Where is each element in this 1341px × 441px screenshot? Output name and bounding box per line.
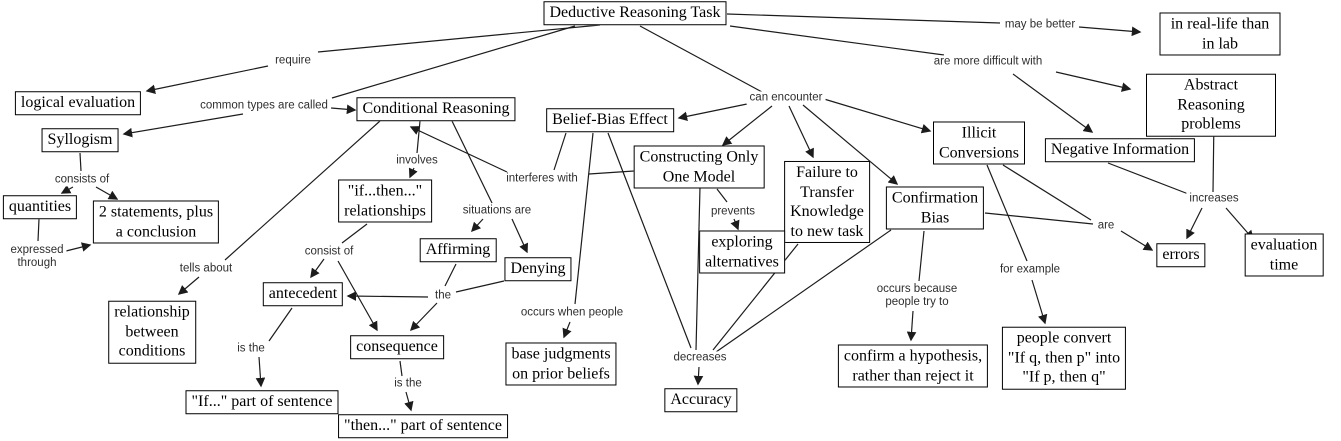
link-label-decreases[interactable]: decreases — [670, 351, 730, 365]
node-consequence[interactable]: consequence — [350, 335, 444, 359]
link-label-situations-are[interactable]: situations are — [459, 204, 535, 218]
link-label-consist-of[interactable]: consist of — [301, 245, 357, 259]
link-label-common-types[interactable]: common types are called — [197, 99, 331, 113]
link-label-the[interactable]: the — [432, 289, 454, 303]
link-label-prevents[interactable]: prevents — [707, 205, 759, 219]
node-confirm-hypothesis[interactable]: confirm a hypothesis, rather than reject… — [837, 344, 989, 388]
node-accuracy[interactable]: Accuracy — [664, 388, 738, 412]
link-label-for-example[interactable]: for example — [996, 263, 1064, 277]
node-negative-information[interactable]: Negative Information — [1044, 138, 1196, 162]
node-then-part-of-sentence[interactable]: "then..." part of sentence — [338, 414, 508, 438]
node-base-judgments[interactable]: base judgments on prior beliefs — [505, 342, 617, 386]
node-denying[interactable]: Denying — [504, 257, 572, 281]
node-logical-evaluation[interactable]: logical evaluation — [14, 91, 142, 115]
link-label-can-encounter[interactable]: can encounter — [746, 91, 826, 105]
link-label-occurs-when-people[interactable]: occurs when people — [517, 306, 627, 320]
connector-lines — [37, 13, 1254, 412]
link-label-occurs-because[interactable]: occurs because people try to — [873, 282, 961, 310]
node-relationship-between-conditions[interactable]: relationship between conditions — [108, 300, 196, 364]
link-label-expressed-through[interactable]: expressed through — [7, 243, 67, 271]
node-two-statements[interactable]: 2 statements, plus a conclusion — [92, 200, 220, 244]
link-label-consists-of[interactable]: consists of — [51, 173, 113, 187]
link-label-is-the-right[interactable]: is the — [391, 377, 425, 391]
node-confirmation-bias[interactable]: Confirmation Bias — [885, 186, 985, 230]
node-affirming[interactable]: Affirming — [419, 238, 497, 262]
node-belief-bias-effect[interactable]: Belief-Bias Effect — [546, 108, 674, 132]
link-label-involves[interactable]: involves — [393, 154, 441, 168]
link-label-require[interactable]: require — [272, 54, 314, 68]
node-failure-to-transfer[interactable]: Failure to Transfer Knowledge to new tas… — [784, 160, 870, 244]
link-label-tells-about[interactable]: tells about — [176, 262, 236, 276]
node-people-convert[interactable]: people convert "If q, then p" into "If p… — [1001, 326, 1127, 390]
node-if-part-of-sentence[interactable]: "If..." part of sentence — [185, 390, 339, 414]
link-label-may-be-better[interactable]: may be better — [1001, 18, 1079, 32]
node-illicit-conversions[interactable]: Illicit Conversions — [933, 121, 1025, 165]
link-label-are-more-difficult[interactable]: are more difficult with — [930, 55, 1046, 69]
node-conditional-reasoning[interactable]: Conditional Reasoning — [356, 97, 516, 121]
node-errors[interactable]: errors — [1156, 243, 1206, 267]
node-in-real-life-than-in-lab[interactable]: in real-life than in lab — [1159, 12, 1281, 56]
node-syllogism[interactable]: Syllogism — [41, 128, 119, 152]
link-label-is-the-left[interactable]: is the — [234, 342, 268, 356]
link-label-increases[interactable]: increases — [1186, 192, 1242, 206]
link-label-interferes-with[interactable]: interferes with — [503, 172, 581, 186]
node-exploring-alternatives[interactable]: exploring alternatives — [699, 230, 785, 274]
node-antecedent[interactable]: antecedent — [262, 282, 344, 306]
link-label-are[interactable]: are — [1094, 219, 1118, 233]
node-deductive-reasoning-task[interactable]: Deductive Reasoning Task — [543, 1, 727, 25]
node-quantities[interactable]: quantities — [2, 195, 78, 219]
node-if-then-relationships[interactable]: "if...then..." relationships — [338, 179, 432, 223]
node-evaluation-time[interactable]: evaluation time — [1244, 233, 1324, 277]
node-abstract-reasoning-problems[interactable]: Abstract Reasoning problems — [1146, 73, 1276, 137]
node-constructing-only-one-model[interactable]: Constructing Only One Model — [633, 145, 765, 189]
